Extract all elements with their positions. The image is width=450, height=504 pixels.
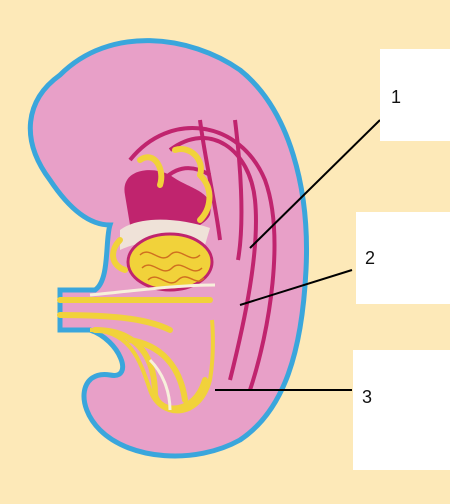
label-number-2: 2	[365, 248, 376, 268]
heart	[124, 170, 211, 234]
liver	[126, 232, 214, 292]
leader-line-1	[249, 119, 381, 249]
leader-line-2	[239, 269, 353, 306]
liver-texture	[139, 251, 205, 284]
gut-inner	[89, 283, 216, 411]
label-number-3: 3	[362, 387, 373, 407]
label-box-2: 2	[356, 212, 450, 304]
label-box-1: 1	[380, 49, 450, 141]
gut-structures	[57, 146, 213, 412]
label-number-1: 1	[391, 87, 402, 107]
label-box-3: 3	[353, 350, 450, 470]
